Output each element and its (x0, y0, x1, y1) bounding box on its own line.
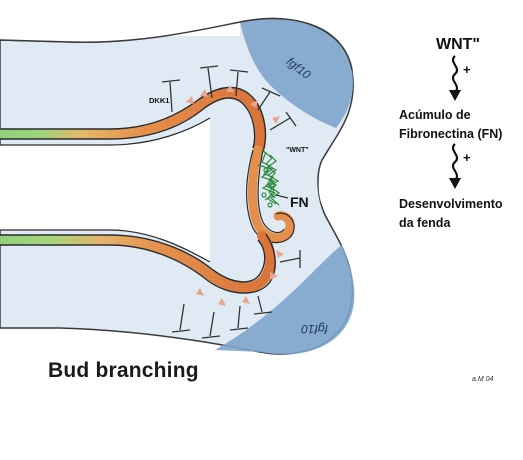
fn-label: FN (290, 194, 309, 210)
dkk1-inhibitors-top (161, 65, 297, 131)
pathway-start-label: WNT" (436, 36, 481, 53)
epithelium-upper-outline (0, 86, 267, 153)
pathway-step-2: Desenvolvimento da fenda (399, 195, 503, 233)
dkk1-inhibitors-bottom (171, 250, 301, 339)
epithelium-bud-loop (247, 145, 295, 243)
cleft-notch (318, 150, 345, 219)
wnt-inner-label: "WNT" (286, 147, 309, 154)
signal-arrows (186, 85, 284, 306)
pathway-step-1-line-1: Acúmulo de (399, 108, 471, 122)
pathway-arrowhead-1 (449, 90, 461, 101)
pathway-arrowhead-2 (449, 178, 461, 189)
dkk1-label: DKK1 (149, 96, 169, 105)
fibronectin-mesh (257, 149, 281, 208)
fgf10-bottom-region (215, 245, 355, 355)
pathway-plus-1: + (463, 62, 471, 77)
pathway-arrow-1 (451, 55, 459, 93)
epithelium-lower-arm (0, 231, 276, 293)
pathway-step-2-line-1: Desenvolvimento (399, 197, 503, 211)
fn-pointer-line (275, 194, 289, 199)
epithelium-upper-arm (0, 87, 266, 155)
figure-title: Bud branching (48, 359, 199, 382)
pathway-arrow-2 (451, 143, 459, 181)
mesenchyme-top-outline (0, 17, 353, 71)
pathway-plus-2: + (463, 150, 471, 165)
lumen-left (0, 118, 210, 262)
fgf10-top-region (240, 18, 354, 129)
pathway-step-1: Acúmulo de Fibronectina (FN) (399, 106, 502, 144)
figure-credit: a.M 04 (472, 376, 494, 383)
pathway-step-1-line-2: Fibronectina (FN) (399, 127, 503, 141)
fgf10-bottom-label: fgf10 (301, 322, 328, 336)
pathway-step-2-line-2: da fenda (399, 216, 451, 230)
